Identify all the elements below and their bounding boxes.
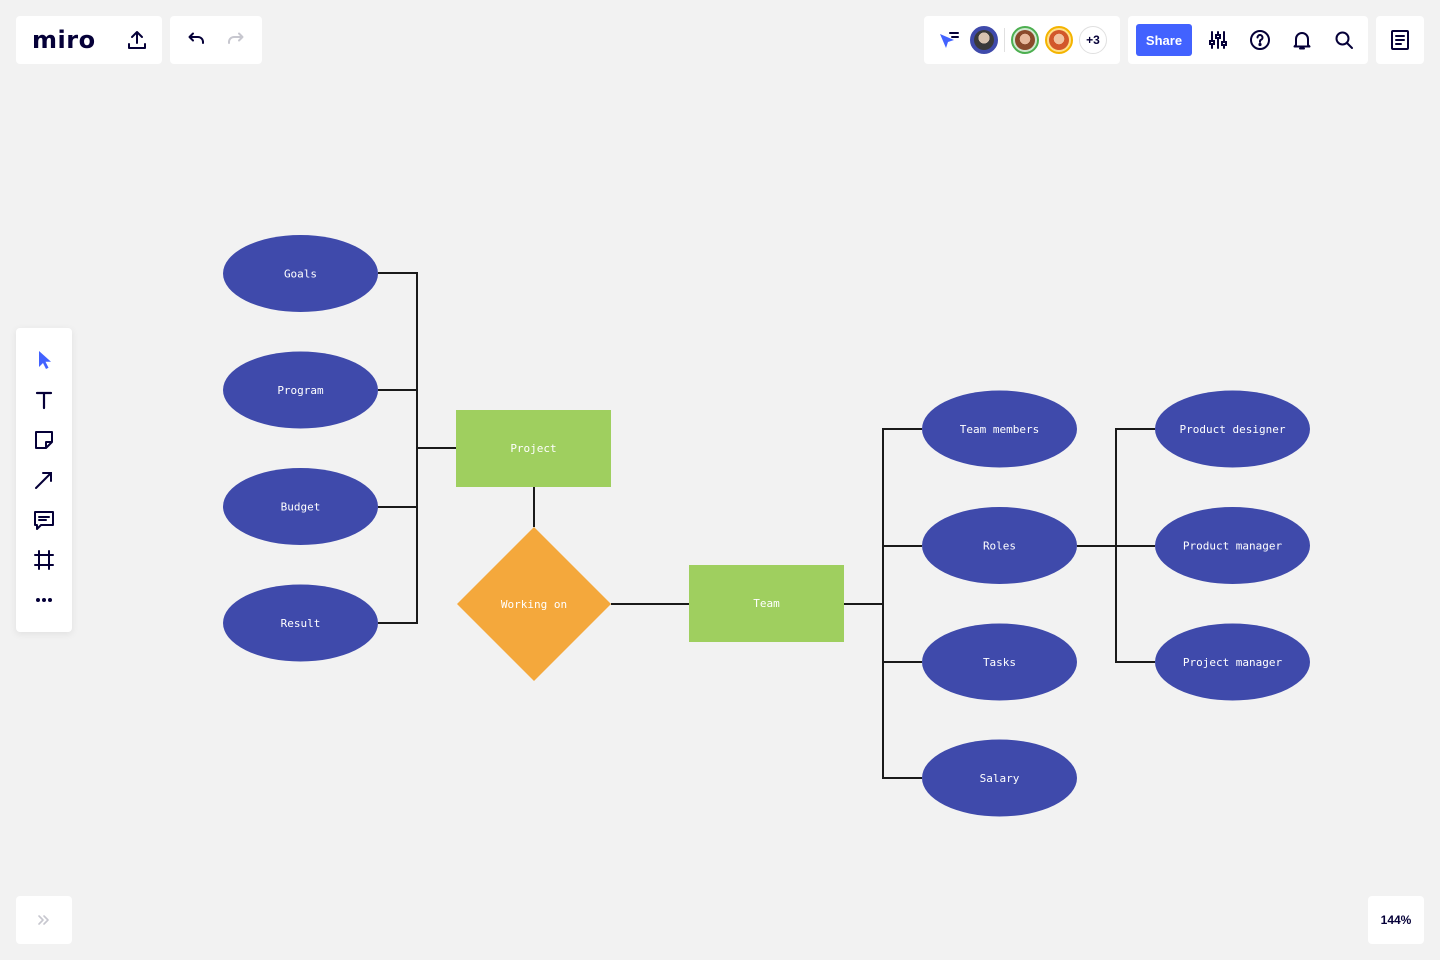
role-product-designer[interactable]: Product designer	[1155, 390, 1310, 468]
upload-icon[interactable]	[126, 24, 148, 56]
attribute-team-members[interactable]: Team members	[922, 390, 1077, 468]
collaborators-panel: +3	[924, 16, 1120, 64]
attribute-label: Product manager	[1183, 540, 1283, 553]
avatar[interactable]	[1011, 26, 1039, 54]
attribute-label: Tasks	[983, 656, 1016, 669]
undo-redo-panel	[170, 16, 262, 64]
sticky-note-icon[interactable]	[28, 424, 60, 456]
attribute-roles[interactable]: Roles	[922, 507, 1077, 584]
left-toolbar	[16, 328, 72, 632]
attribute-salary[interactable]: Salary	[922, 739, 1077, 817]
miro-logo[interactable]: miro	[32, 26, 96, 54]
role-project-manager[interactable]: Project manager	[1155, 623, 1310, 701]
cursor-filter-icon[interactable]	[932, 24, 964, 56]
attribute-label: Program	[277, 384, 324, 397]
avatar[interactable]	[970, 26, 998, 54]
bell-icon[interactable]	[1286, 24, 1318, 56]
zoom-level[interactable]: 144%	[1368, 896, 1424, 944]
attribute-label: Result	[281, 617, 321, 630]
search-icon[interactable]	[1328, 24, 1360, 56]
expand-panel	[16, 896, 72, 944]
redo-icon[interactable]	[220, 24, 252, 56]
entity-team[interactable]: Team	[689, 565, 844, 642]
attribute-tasks[interactable]: Tasks	[922, 623, 1077, 701]
relationship-label: Working on	[501, 598, 567, 611]
connection-line-icon[interactable]	[28, 464, 60, 496]
attribute-label: Product designer	[1180, 423, 1286, 436]
attribute-goals[interactable]: Goals	[223, 235, 378, 312]
avatar[interactable]	[1045, 26, 1073, 54]
frame-icon[interactable]	[28, 544, 60, 576]
attribute-label: Budget	[281, 501, 321, 514]
attribute-program[interactable]: Program	[223, 351, 378, 429]
double-chevron-right-icon[interactable]	[28, 904, 60, 936]
divider	[1004, 28, 1005, 52]
undo-icon[interactable]	[180, 24, 212, 56]
entity-team-label: Team	[753, 597, 780, 610]
notes-icon[interactable]	[1384, 24, 1416, 56]
relationship-working-on[interactable]: Working on	[457, 527, 611, 681]
entity-project-label: Project	[510, 442, 556, 455]
attribute-label: Team members	[960, 423, 1039, 436]
top-tools-panel: Share	[1128, 16, 1368, 64]
logo-panel: miro	[16, 16, 162, 64]
attribute-label: Project manager	[1183, 656, 1283, 669]
help-icon[interactable]	[1244, 24, 1276, 56]
attribute-label: Goals	[284, 268, 317, 281]
text-tool-icon[interactable]	[28, 384, 60, 416]
more-collaborators-badge[interactable]: +3	[1079, 26, 1107, 54]
connector-lines	[378, 272, 1155, 779]
attribute-budget[interactable]: Budget	[223, 468, 378, 545]
attribute-label: Roles	[983, 540, 1016, 553]
attribute-result[interactable]: Result	[223, 584, 378, 662]
select-cursor-icon[interactable]	[28, 344, 60, 376]
role-product-manager[interactable]: Product manager	[1155, 507, 1310, 584]
entity-project[interactable]: Project	[456, 410, 611, 487]
more-icon[interactable]	[28, 584, 60, 616]
share-button[interactable]: Share	[1136, 24, 1192, 56]
notes-panel	[1376, 16, 1424, 64]
attribute-label: Salary	[980, 772, 1020, 785]
comment-icon[interactable]	[28, 504, 60, 536]
settings-sliders-icon[interactable]	[1202, 24, 1234, 56]
